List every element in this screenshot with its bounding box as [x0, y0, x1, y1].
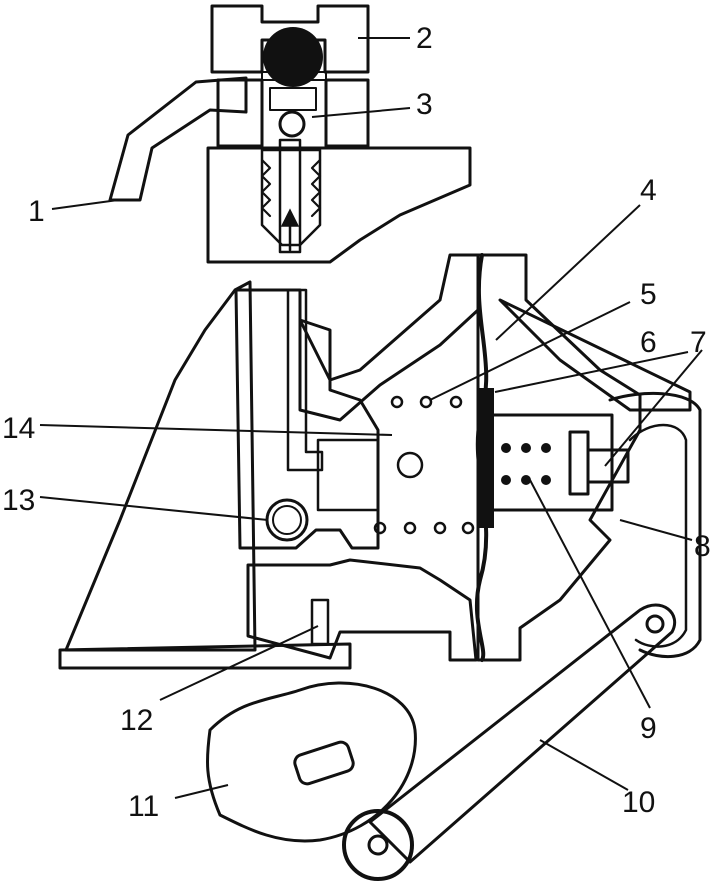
- right-housing: [474, 253, 692, 662]
- spring-9: [501, 443, 551, 485]
- label-13: 13: [2, 484, 35, 517]
- pushrod: [568, 430, 630, 496]
- label-2: 2: [416, 22, 433, 55]
- part-labels: 1 2 3 4 5 6 7 8 9 10 11 12 13 14: [2, 22, 711, 823]
- label-14: 14: [2, 412, 35, 445]
- pump-body: [234, 253, 480, 662]
- label-9: 9: [640, 712, 657, 745]
- base-plate: [58, 642, 352, 670]
- label-7: 7: [690, 326, 707, 359]
- check-ball: [269, 87, 317, 138]
- outlet-pipe: [108, 76, 248, 202]
- label-8: 8: [694, 530, 711, 563]
- upper-valve-ball: [261, 27, 327, 87]
- label-1: 1: [28, 195, 45, 228]
- label-12: 12: [120, 704, 153, 737]
- fuel-reservoir: [64, 280, 257, 652]
- spring-5: [373, 395, 475, 535]
- label-3: 3: [416, 88, 433, 121]
- label-5: 5: [640, 278, 657, 311]
- label-11: 11: [128, 790, 159, 823]
- lever-housing: [608, 392, 702, 659]
- lever-arm: [368, 603, 677, 864]
- label-10: 10: [622, 786, 655, 819]
- lever-roller: [342, 809, 414, 881]
- eccentric-cam: [205, 681, 417, 843]
- leader-lines: [39, 37, 703, 799]
- label-4: 4: [640, 174, 657, 207]
- label-6: 6: [640, 326, 657, 359]
